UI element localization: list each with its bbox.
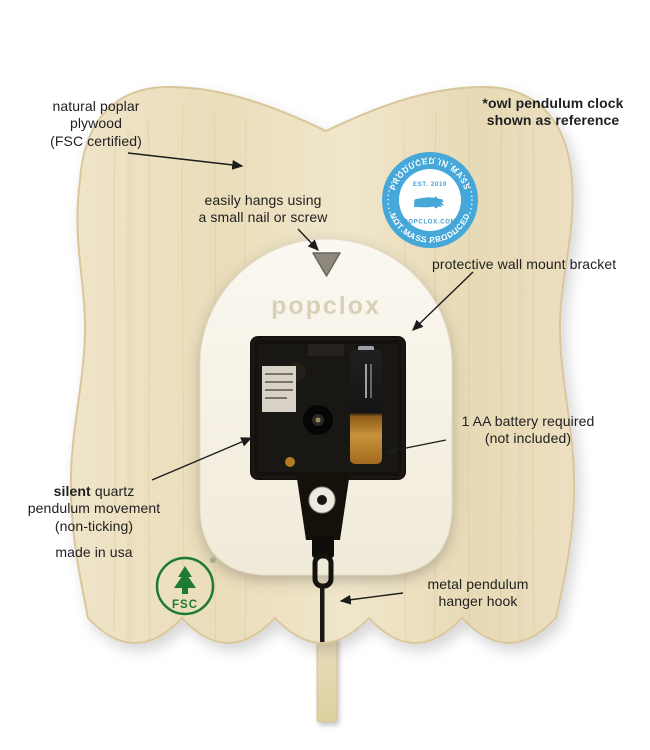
annotation-hanging: easily hangs using a small nail or screw [186, 192, 340, 227]
badge-est-text: EST. 2010 [413, 182, 447, 188]
pendulum-stick [316, 635, 338, 723]
annotation-movement-line1: silent quartz [22, 483, 166, 500]
badge-dotted-ring [387, 157, 473, 243]
annotation-movement-line4: made in usa [55, 544, 133, 561]
fsc-registered-mark: ® [210, 556, 216, 565]
annotation-movement-bold: silent [53, 483, 91, 499]
fsc-circle [155, 556, 215, 616]
annotation-battery: 1 AA battery required (not included) [444, 413, 612, 448]
clock-movement [250, 336, 406, 480]
badge-website-text: POPCLOX.COM [404, 220, 457, 226]
fsc-logo: FSC ® [155, 556, 216, 616]
annotation-bracket-label: protective wall mount bracket [432, 256, 617, 272]
fsc-tree-icon [174, 566, 196, 594]
movement-sticker [262, 366, 296, 412]
annotation-plywood: natural poplar plywood (FSC certified) [28, 98, 164, 150]
pendulum-rod [320, 584, 325, 642]
annotation-hook-line1: metal pendulum [427, 576, 529, 592]
battery [350, 346, 382, 464]
annotation-battery-line2: (not included) [484, 430, 572, 447]
produced-in-mass-badge: PRODUCED IN MASS NOT MASS PRODUCED EST. … [382, 152, 478, 248]
annotation-plywood-line1: natural poplar [52, 98, 140, 114]
annotation-battery-line1: 1 AA battery required [461, 413, 595, 429]
annotation-movement-line2: pendulum movement [27, 500, 161, 517]
pendulum-assembly [296, 472, 350, 642]
annotation-plywood-line2: plywood [69, 115, 123, 132]
annotation-bracket: protective wall mount bracket [432, 256, 642, 273]
massachusetts-icon [414, 196, 445, 209]
fsc-label-text: FSC [172, 599, 198, 611]
annotation-hanging-line1: easily hangs using [204, 192, 322, 208]
annotation-movement: silent quartz pendulum movement (non-tic… [22, 483, 166, 561]
annotation-movement-rest: quartz [90, 483, 135, 499]
brand-emboss-text: popclox [271, 292, 381, 320]
annotation-movement-line3: (non-ticking) [54, 517, 134, 534]
annotation-reference-line1: *owl pendulum clock [482, 95, 624, 111]
annotation-reference-line2: shown as reference [486, 112, 620, 129]
hang-hole-triangle [312, 252, 341, 277]
annotation-reference: *owl pendulum clock shown as reference [474, 95, 632, 130]
annotation-hanging-line2: a small nail or screw [198, 209, 328, 226]
annotation-plywood-line3: (FSC certified) [50, 132, 142, 149]
annotation-hook-line2: hanger hook [438, 593, 518, 610]
annotation-hook: metal pendulum hanger hook [402, 576, 554, 611]
